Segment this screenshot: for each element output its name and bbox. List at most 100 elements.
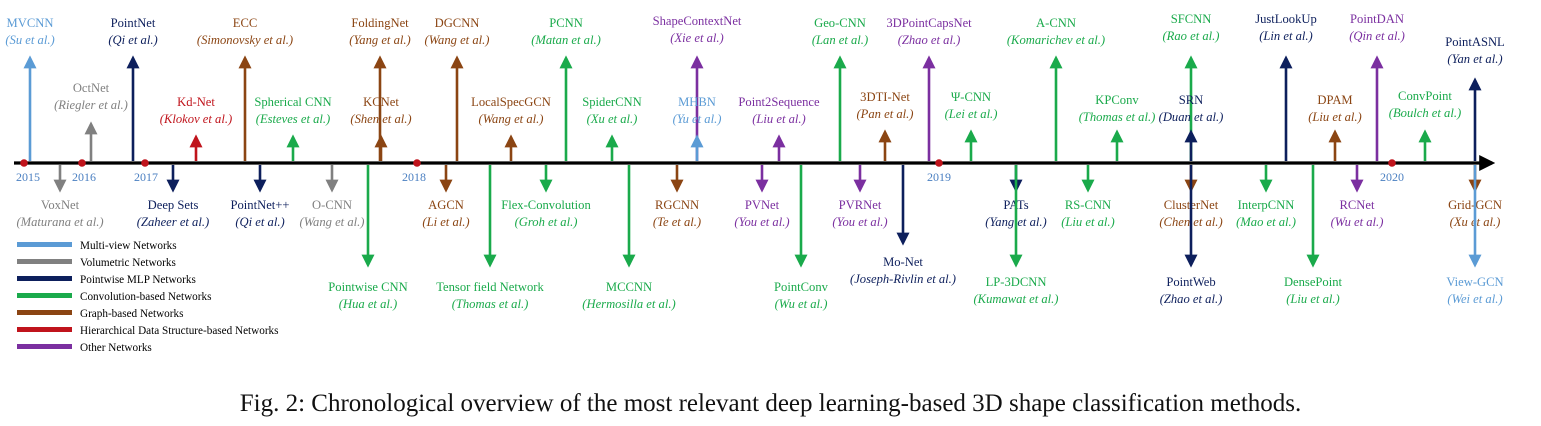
method-name-octnet: OctNet bbox=[73, 81, 110, 95]
method-author-lp-3dcnn: (Kumawat et al.) bbox=[973, 292, 1058, 306]
method-name-o-cnn: O-CNN bbox=[312, 198, 352, 212]
method-author-sfcnn: (Rao et al.) bbox=[1162, 29, 1219, 43]
method-name-mo-net: Mo-Net bbox=[883, 255, 923, 269]
method-name-kcnet: KCNet bbox=[363, 95, 399, 109]
year-marker-2015 bbox=[20, 159, 28, 167]
legend-label-hierarchical: Hierarchical Data Structure-based Networ… bbox=[80, 325, 279, 337]
method-author-kpconv: (Thomas et al.) bbox=[1079, 110, 1156, 124]
method-name-mccnn: MCCNN bbox=[606, 280, 652, 294]
method-name-pointconv: PointConv bbox=[774, 280, 829, 294]
method-author-dpam: (Liu et al.) bbox=[1308, 110, 1362, 124]
method-name-rs-cnn: RS-CNN bbox=[1065, 198, 1111, 212]
method-author-rs-cnn: (Liu et al.) bbox=[1061, 215, 1115, 229]
method-name-pointweb: PointWeb bbox=[1166, 275, 1215, 289]
method-name-interpcnn: InterpCNN bbox=[1238, 198, 1295, 212]
method-author-justlookup: (Lin et al.) bbox=[1259, 29, 1313, 43]
method-author-mo-net: (Joseph-Rivlin et al.) bbox=[850, 272, 956, 286]
method-name-justlookup: JustLookUp bbox=[1255, 12, 1317, 26]
method-name-densepoint: DensePoint bbox=[1284, 275, 1343, 289]
method-author-densepoint: (Liu et al.) bbox=[1286, 292, 1340, 306]
method-name-shapecontextnet: ShapeContextNet bbox=[653, 14, 742, 28]
method-name-a-cnn: A-CNN bbox=[1036, 16, 1076, 30]
method-name-point2sequence: Point2Sequence bbox=[738, 95, 820, 109]
method-author-a-cnn: (Komarichev et al.) bbox=[1007, 33, 1105, 47]
method-name-kpconv: KPConv bbox=[1095, 93, 1139, 107]
method-name-convpoint: ConvPoint bbox=[1398, 89, 1452, 103]
legend-label-multiview: Multi-view Networks bbox=[80, 240, 177, 252]
method-name-pointdan: PointDAN bbox=[1350, 12, 1404, 26]
method-author-pointasnl: (Yan et al.) bbox=[1447, 52, 1502, 66]
method-author-srn: (Duan et al.) bbox=[1159, 110, 1224, 124]
year-label-2015: 2015 bbox=[16, 170, 40, 184]
method-author-agcn: (Li et al.) bbox=[422, 215, 469, 229]
method-author-spherical-cnn: (Esteves et al.) bbox=[256, 112, 330, 126]
method-author-point2sequence: (Liu et al.) bbox=[752, 112, 806, 126]
method-author-foldingnet: (Yang et al.) bbox=[349, 33, 410, 47]
year-marker-2017 bbox=[141, 159, 149, 167]
method-name-srn: SRN bbox=[1179, 93, 1204, 107]
legend-swatch-graph bbox=[17, 310, 72, 315]
method-author-pointconv: (Wu et al.) bbox=[775, 297, 828, 311]
legend-label-convolution: Convolution-based Networks bbox=[80, 291, 211, 303]
method-name-dgcnn: DGCNN bbox=[435, 16, 480, 30]
method-name-pvnet: PVNet bbox=[745, 198, 780, 212]
method-author-mccnn: (Hermosilla et al.) bbox=[582, 297, 675, 311]
method-name-spidercnn: SpiderCNN bbox=[582, 95, 641, 109]
year-label-2019: 2019 bbox=[927, 170, 951, 184]
method-author-convpoint: (Boulch et al.) bbox=[1389, 106, 1461, 120]
year-marker-2016 bbox=[78, 159, 86, 167]
method-name-pointnet: PointNet++ bbox=[231, 198, 290, 212]
year-marker-2020 bbox=[1388, 159, 1396, 167]
method-name-pvrnet: PVRNet bbox=[839, 198, 882, 212]
method-name-lp-3dcnn: LP-3DCNN bbox=[986, 275, 1047, 289]
method-name-mhbn: MHBN bbox=[678, 95, 716, 109]
method-name-sfcnn: SFCNN bbox=[1171, 12, 1212, 26]
legend-swatch-convolution bbox=[17, 293, 72, 298]
method-author-octnet: (Riegler et al.) bbox=[54, 98, 128, 112]
method-author-voxnet: (Maturana et al.) bbox=[16, 215, 103, 229]
method-name-flex-convolution: Flex-Convolution bbox=[501, 198, 591, 212]
method-author-pointdan: (Qin et al.) bbox=[1349, 29, 1405, 43]
method-name-pointasnl: PointASNL bbox=[1445, 35, 1504, 49]
method-author-rcnet: (Wu et al.) bbox=[1331, 215, 1384, 229]
method-name-kd-net: Kd-Net bbox=[177, 95, 215, 109]
method-author-shapecontextnet: (Xie et al.) bbox=[670, 31, 724, 45]
method-author-tensor-field-network: (Thomas et al.) bbox=[452, 297, 529, 311]
legend-label-graph: Graph-based Networks bbox=[80, 308, 183, 320]
method-name-pointnet: PointNet bbox=[111, 16, 156, 30]
method-author-mvcnn: (Su et al.) bbox=[5, 33, 54, 47]
method-author-pointwise-cnn: (Hua et al.) bbox=[339, 297, 397, 311]
legend-label-volumetric: Volumetric Networks bbox=[80, 257, 176, 269]
method-name-tensor-field-network: Tensor field Network bbox=[436, 280, 544, 294]
method-author-deep-sets: (Zaheer et al.) bbox=[137, 215, 209, 229]
method-name-agcn: AGCN bbox=[428, 198, 464, 212]
method-name-3dti-net: 3DTI-Net bbox=[860, 90, 910, 104]
legend-swatch-volumetric bbox=[17, 259, 72, 264]
year-label-2016: 2016 bbox=[72, 170, 96, 184]
method-name-dpam: DPAM bbox=[1317, 93, 1352, 107]
method-name-deep-sets: Deep Sets bbox=[148, 198, 199, 212]
method-name-mvcnn: MVCNN bbox=[7, 16, 54, 30]
method-author-3dti-net: (Pan et al.) bbox=[856, 107, 913, 121]
method-author-cnn: (Lei et al.) bbox=[945, 107, 998, 121]
method-author-mhbn: (Yu et al.) bbox=[673, 112, 722, 126]
method-author-pvnet: (You et al.) bbox=[734, 215, 789, 229]
year-label-2020: 2020 bbox=[1380, 170, 1404, 184]
method-author-pcnn: (Matan et al.) bbox=[531, 33, 601, 47]
method-name-foldingnet: FoldingNet bbox=[351, 16, 409, 30]
method-author-kcnet: (Shen et al.) bbox=[350, 112, 411, 126]
method-author-flex-convolution: (Groh et al.) bbox=[515, 215, 578, 229]
method-name-voxnet: VoxNet bbox=[41, 198, 80, 212]
method-author-ecc: (Simonovsky et al.) bbox=[197, 33, 293, 47]
year-marker-2019 bbox=[935, 159, 943, 167]
year-label-2017: 2017 bbox=[134, 170, 158, 184]
method-author-pointnet: (Qi et al.) bbox=[235, 215, 284, 229]
method-author-interpcnn: (Mao et al.) bbox=[1236, 215, 1296, 229]
method-author-pointnet: (Qi et al.) bbox=[108, 33, 157, 47]
method-author-pvrnet: (You et al.) bbox=[832, 215, 887, 229]
year-marker-2018 bbox=[413, 159, 421, 167]
method-author-3dpointcapsnet: (Zhao et al.) bbox=[898, 33, 961, 47]
figure-caption: Fig. 2: Chronological overview of the mo… bbox=[239, 390, 1302, 417]
